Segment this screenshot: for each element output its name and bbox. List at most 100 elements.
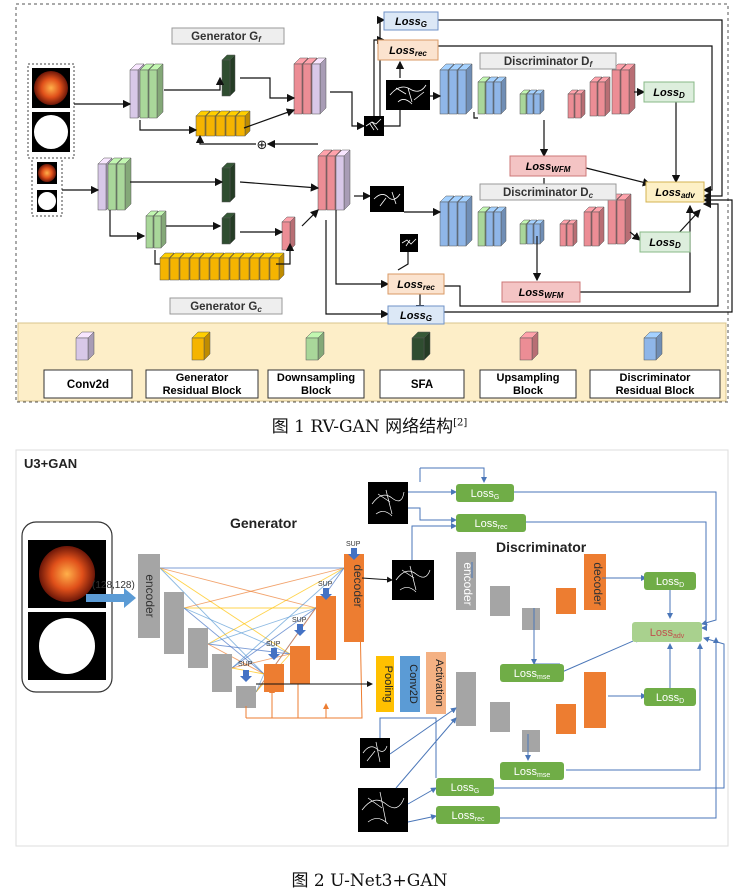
legend-swatch-4 (411, 331, 431, 361)
gen-encoder-block-4 (212, 654, 232, 692)
sup-arrow-1 (240, 670, 252, 682)
svg-text:Activation: Activation (433, 659, 445, 707)
dc-up-block-2-2 (591, 206, 605, 247)
legend-activation: Activation (426, 652, 446, 714)
legend-item-generator-residual-block: Generator Residual Block (145, 369, 259, 399)
u3-loss-d-top: LossD (644, 572, 696, 590)
network-blocks (75, 54, 663, 361)
outer-frame (15, 3, 729, 403)
gf-sfa-block-1 (221, 54, 236, 97)
skip-line-15 (231, 653, 291, 669)
loss-wfm-top: LossWFM (509, 155, 587, 177)
legend-item-downsampling-block: Downsampling Block (267, 369, 365, 399)
svg-text:LossWFM: LossWFM (519, 287, 564, 300)
input-images-fine (27, 63, 75, 159)
svg-text:Pooling: Pooling (382, 666, 394, 703)
figure1-caption: 图 1 RV-GAN 网络结构[2] (271, 417, 468, 437)
discriminator-encoder-label: encoder (461, 562, 475, 605)
gen-decoder-block-2 (290, 646, 310, 684)
gf-res-block-5 (235, 110, 251, 137)
svg-text:Generator Gf: Generator Gf (191, 31, 262, 44)
dc-block-3-3 (533, 219, 545, 245)
svg-text:Lossrec: Lossrec (389, 45, 427, 58)
gc-sfa-block-1-1 (221, 162, 236, 203)
svg-text:Conv2d: Conv2d (67, 379, 109, 391)
u3-loss-d-bottom: LossD (644, 688, 696, 706)
skip-line-9 (207, 567, 345, 645)
dc-up-block-3-2 (616, 193, 632, 245)
skip-line-3 (159, 567, 291, 655)
svg-text:Discriminator Dc: Discriminator Dc (503, 187, 594, 200)
legend-item-upsampling-block: Upsampling Block (479, 369, 577, 399)
disc-decoder-block-1 (556, 588, 576, 614)
fig2-connections (245, 467, 725, 823)
legend-item-conv2d: Conv2d (43, 369, 133, 399)
skip-line-12 (207, 643, 265, 675)
disc-encoder-block-1 (456, 552, 476, 610)
discriminator-label: Discriminator (496, 539, 587, 555)
svg-text:Lossadv: Lossadv (650, 627, 685, 640)
legend-item-sfa: SFA (379, 369, 465, 399)
skip-line-2 (159, 567, 317, 609)
gen-decoder-block-3 (316, 596, 336, 660)
svg-text:LossD: LossD (649, 237, 681, 250)
gc-conv-out-block-1 (335, 149, 351, 211)
disc-encoder-block-3 (522, 608, 540, 630)
legend-swatch-5 (519, 331, 539, 361)
figure2-caption: 图 2 U-Net3+GAN (291, 871, 448, 891)
svg-text:Lossadv: Lossadv (655, 187, 695, 200)
gf-down-block-2 (148, 63, 164, 119)
loss-rec-top: Lossrec (377, 39, 439, 61)
svg-text:LossG: LossG (471, 488, 500, 501)
sup-arrow-5 (348, 548, 360, 560)
u3-loss-g-bottom: LossG (436, 778, 494, 796)
gf-conv-out-block-1 (311, 57, 327, 115)
legend-item-discriminator-residual-block: Discriminator Residual Block (589, 369, 721, 399)
vessel-map-small (400, 234, 418, 252)
generator-encoder-label: encoder (143, 574, 157, 617)
svg-text:LossD: LossD (653, 87, 685, 100)
legend-swatch-1 (75, 331, 95, 361)
discriminator-c-title: Discriminator Dc (479, 183, 617, 201)
u3-loss-g-top: LossG (456, 484, 514, 502)
disc2-encoder-block-1 (456, 672, 476, 726)
disc2-decoder-block-2 (584, 672, 606, 728)
skip-line-5 (183, 567, 345, 609)
legend-swatch-2 (191, 331, 211, 361)
vessel-image-bottom (358, 788, 408, 832)
df-up-block-3-2 (620, 63, 636, 115)
u-net3-gan-diagram: U3+GAN Generator Discriminator (128,128)… (15, 449, 729, 847)
loss-rec-bottom: Lossrec (387, 273, 445, 295)
svg-text:Lossmse: Lossmse (514, 766, 551, 779)
gen-encoder-block-5 (236, 686, 256, 708)
sup-arrow-3 (294, 624, 306, 636)
df-up-block-2-2 (597, 76, 611, 117)
plus-symbol: ⊕ (257, 137, 268, 152)
legend-swatch-3 (305, 331, 325, 361)
svg-text:Conv2D: Conv2D (407, 664, 419, 704)
input-images-coarse (31, 157, 63, 217)
svg-text:Downsampling: Downsampling (277, 372, 355, 384)
dc-up-block-1-2 (566, 219, 578, 247)
u3-blocks (138, 548, 606, 752)
u3-loss-rec-top: Lossrec (456, 514, 526, 532)
dc-block-2-3 (493, 206, 507, 247)
disc2-decoder-block-1 (556, 704, 576, 734)
u3gan-title: U3+GAN (24, 456, 77, 471)
skip-line-4 (159, 567, 265, 675)
legend-conv2d: Conv2D (400, 656, 420, 712)
svg-text:Discriminator Df: Discriminator Df (504, 56, 594, 69)
svg-text:Discriminator: Discriminator (620, 372, 692, 384)
loss-adv: Lossadv (645, 181, 705, 203)
skip-line-8 (183, 607, 265, 675)
svg-text:Block: Block (513, 385, 544, 397)
svg-text:Upsampling: Upsampling (497, 372, 560, 384)
gen-encoder-block-2 (164, 592, 184, 654)
svg-text:SFA: SFA (411, 379, 433, 391)
loss-d-bottom: LossD (639, 231, 691, 253)
loss-g-bottom: LossG (387, 305, 445, 325)
discriminator-f-title: Discriminator Df (479, 52, 617, 70)
sup-arrow-4 (320, 588, 332, 600)
vessel-image-top (368, 482, 408, 524)
input-panel (21, 521, 113, 693)
